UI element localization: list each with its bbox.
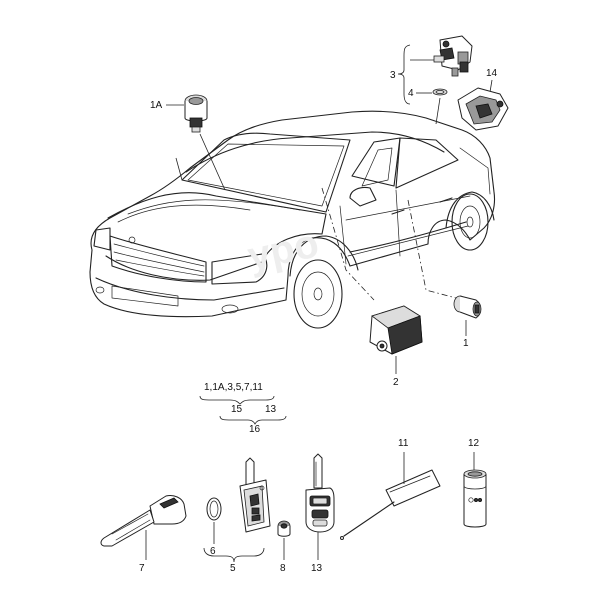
part-5-folding-key — [239, 457, 271, 533]
label-1a: 1A — [150, 100, 163, 111]
car-illustration: ypo — [89, 110, 496, 329]
part-13-remote-key — [305, 453, 335, 533]
part-2-lock-housing — [369, 305, 423, 355]
tree-bottom: 16 — [249, 424, 261, 435]
part-11-tag — [340, 469, 441, 540]
label-4: 4 — [408, 88, 414, 99]
part-1-door-lock-cylinder — [453, 295, 482, 319]
label-13: 13 — [311, 563, 323, 574]
label-14: 14 — [486, 68, 498, 79]
label-2: 2 — [393, 377, 399, 388]
part-7-key-blank — [100, 495, 187, 547]
tree-right: 13 — [265, 404, 277, 415]
tree-top: 1,1A,3,5,7,11 — [204, 382, 263, 393]
label-6: 6 — [210, 546, 216, 557]
label-1: 1 — [463, 338, 469, 349]
label-11: 11 — [398, 438, 409, 449]
part-14-steering-lock-housing — [457, 87, 509, 131]
combination-tree: 1,1A,3,5,7,11 15 13 16 — [199, 382, 287, 435]
label-5: 5 — [230, 563, 236, 574]
label-12: 12 — [468, 438, 480, 449]
svg-text:ypo: ypo — [244, 221, 323, 279]
tree-left: 15 — [231, 404, 243, 415]
part-4-ring — [432, 88, 448, 96]
part-6-battery — [206, 497, 222, 521]
label-7: 7 — [139, 563, 145, 574]
label-3: 3 — [390, 70, 396, 81]
part-8-nut — [277, 520, 291, 537]
label-8: 8 — [280, 563, 286, 574]
part-1a-lock-cylinder — [184, 94, 208, 133]
part-12-canister — [463, 469, 487, 528]
part-3-ignition-switch — [433, 35, 473, 77]
